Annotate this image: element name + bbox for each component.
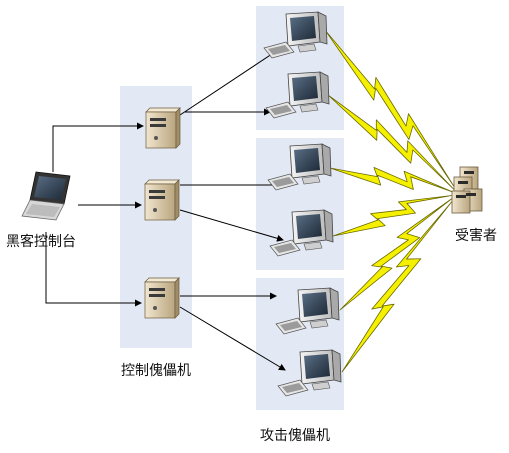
attack-computer-5-icon	[275, 287, 340, 335]
control-server-2-icon	[144, 179, 180, 221]
edge-server2-monitor4	[179, 209, 284, 242]
attack-computer-6-icon	[277, 349, 342, 397]
victim-label: 受害者	[455, 228, 497, 244]
hacker-console-label: 黑客控制台	[6, 234, 76, 250]
edge-server3-monitor6	[179, 306, 286, 371]
edge-server1-monitor1	[179, 43, 288, 116]
attack-computer-1-icon	[263, 11, 328, 59]
attack-computer-3-icon	[267, 143, 332, 191]
console-to-control-edges	[45, 122, 144, 307]
control-server-3-icon	[144, 277, 180, 319]
edge-console-server-3	[45, 232, 142, 307]
control-server-1-icon	[145, 107, 181, 149]
attack-computer-2-icon	[265, 71, 330, 119]
lightning-bolt-4	[332, 195, 453, 237]
control-puppets-label: 控制傀儡机	[121, 363, 191, 379]
attack-bolts	[324, 29, 455, 373]
laptop-icon	[21, 171, 71, 221]
control-to-attack-edges	[179, 43, 288, 371]
attack-computer-4-icon	[269, 209, 334, 257]
victim-servers-icon	[451, 166, 483, 214]
edge-console-server-1	[52, 122, 144, 172]
attack-puppets-label: 攻击傀儡机	[260, 428, 330, 444]
